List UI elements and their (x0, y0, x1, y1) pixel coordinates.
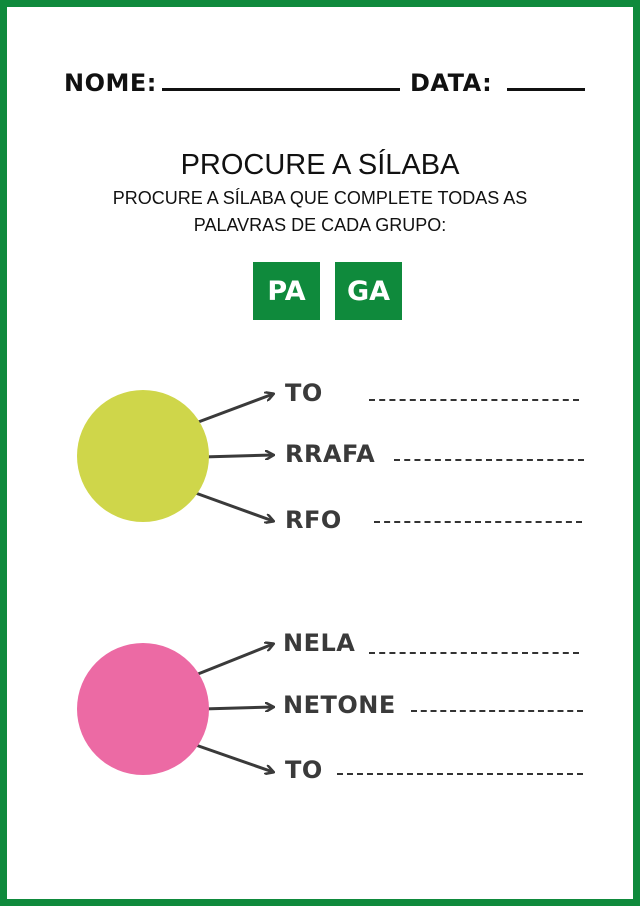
arrow-group2-3 (189, 741, 273, 772)
syllable-text: GA (346, 275, 391, 307)
syllable-box-pa: PA (253, 262, 320, 320)
circle-group-1 (77, 390, 209, 522)
word-to: TO (285, 379, 323, 407)
arrow-group1-1 (192, 394, 273, 426)
answer-line[interactable] (369, 652, 579, 654)
instruction-line-2: PALAVRAS DE CADA GRUPO: (193, 215, 447, 235)
arrows-layer (189, 7, 633, 899)
word-rrafa: RRAFA (285, 440, 376, 468)
answer-line[interactable] (369, 399, 579, 401)
answer-line[interactable] (374, 521, 582, 523)
instructions: PROCURE A SÍLABA QUE COMPLETE TODAS AS P… (0, 185, 640, 239)
date-label: DATA: (410, 69, 493, 97)
arrow-group1-3 (189, 489, 273, 521)
page-title: PROCURE A SÍLABA (180, 149, 460, 181)
word-netone: NETONE (283, 691, 396, 719)
word-to: TO (285, 756, 323, 784)
arrow-group1-2 (201, 455, 273, 457)
name-answer-line[interactable] (162, 88, 400, 91)
word-rfo: RFO (285, 506, 342, 534)
answer-line[interactable] (411, 710, 583, 712)
name-label: NOME: (64, 69, 157, 97)
circle-group-2 (77, 643, 209, 775)
syllable-text: PA (267, 275, 306, 307)
answer-line[interactable] (394, 459, 584, 461)
instruction-line-1: PROCURE A SÍLABA QUE COMPLETE TODAS AS (112, 188, 528, 208)
arrow-group2-2 (201, 707, 273, 709)
answer-line[interactable] (337, 773, 583, 775)
date-answer-line[interactable] (507, 88, 585, 91)
arrow-group2-1 (192, 644, 273, 678)
word-nela: NELA (283, 629, 356, 657)
syllable-box-ga: GA (335, 262, 402, 320)
